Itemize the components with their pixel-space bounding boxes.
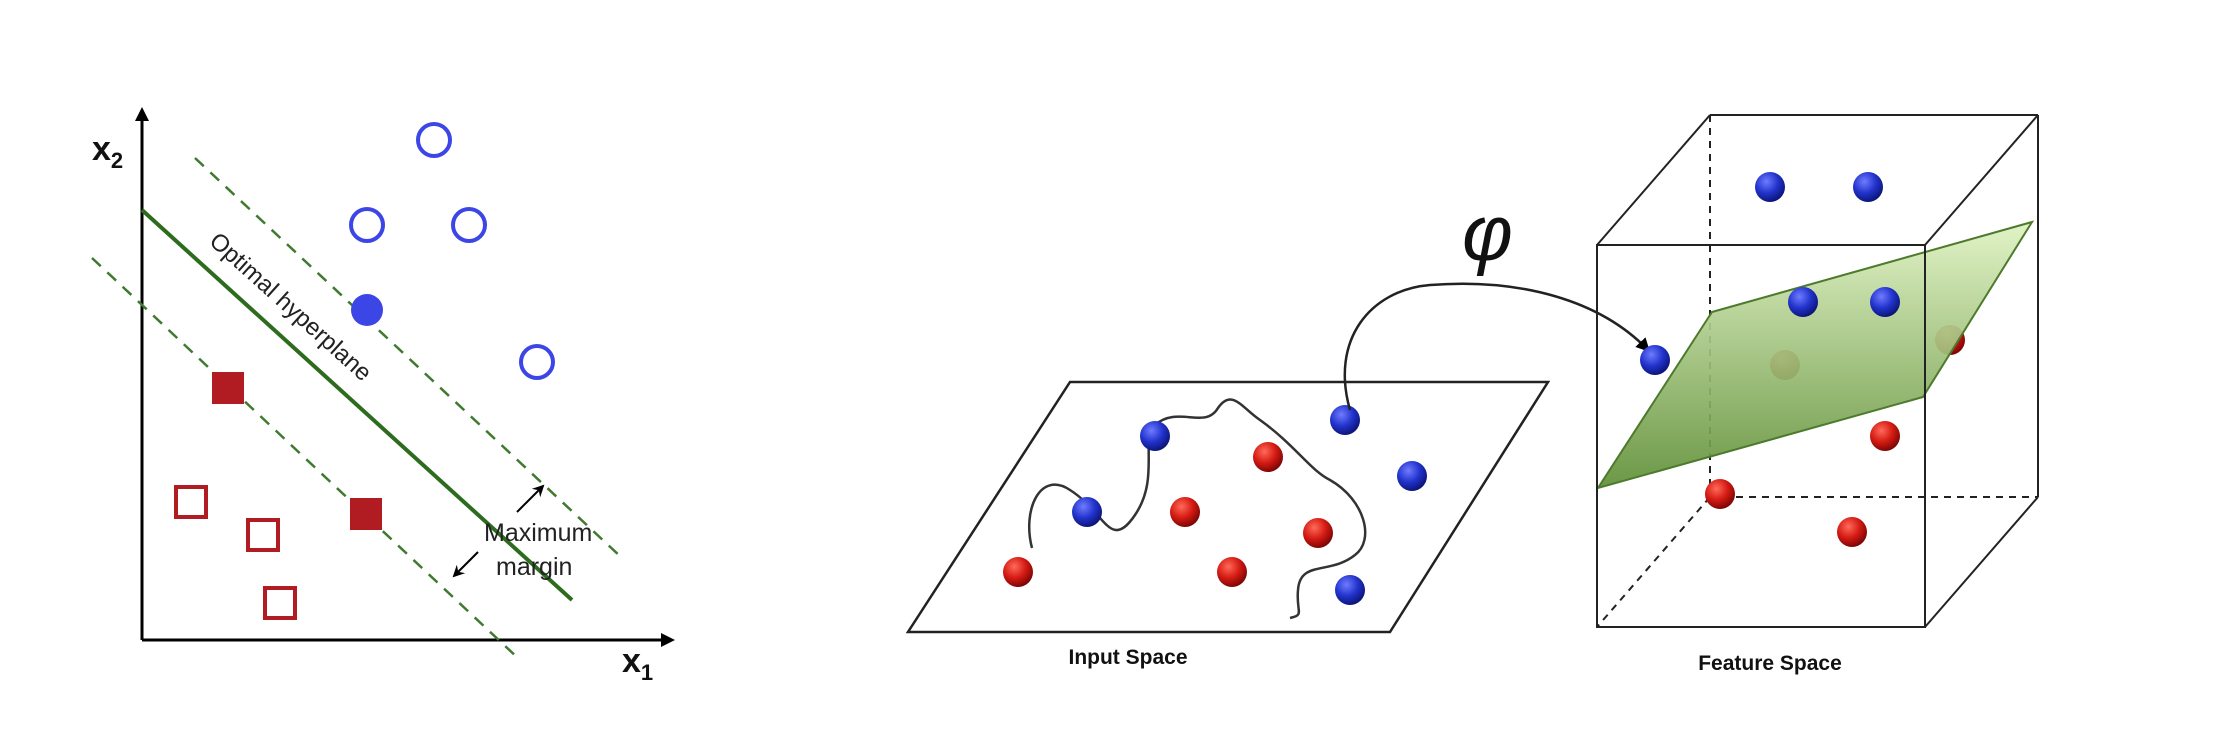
positive-point	[349, 207, 385, 243]
feature-space-label: Feature Space	[1698, 652, 1842, 675]
upper-margin-line	[194, 157, 623, 559]
negative-point	[263, 586, 297, 620]
feature-blue-point	[1755, 172, 1785, 202]
positive-point	[451, 207, 487, 243]
input-space-label: Input Space	[1068, 646, 1187, 669]
negative-support-vector	[350, 498, 382, 530]
optimal-hyperplane-line	[140, 208, 574, 602]
input-blue-point	[1072, 497, 1102, 527]
kernel-panel: φ Input Space Feature Space	[905, 114, 2039, 675]
input-red-point	[1170, 497, 1200, 527]
svm-panel: x2 x1 Optimal hyperplane Maximum margin	[91, 107, 675, 685]
feature-red-point	[1705, 479, 1735, 509]
input-blue-point	[1397, 461, 1427, 491]
cube-edge	[1924, 114, 2039, 246]
input-red-point	[1003, 557, 1033, 587]
margin-arrow-down	[452, 551, 479, 578]
feature-red-point	[1870, 421, 1900, 451]
cube-edge	[1924, 496, 2039, 628]
cube-front-face	[1596, 244, 1926, 628]
mapping-symbol: φ	[1462, 189, 1513, 277]
feature-blue-point	[1870, 287, 1900, 317]
input-blue-point	[1335, 575, 1365, 605]
cube-hidden-edge	[1596, 496, 1711, 628]
hyperplane-label: Optimal hyperplane	[204, 227, 377, 386]
feature-red-point	[1837, 517, 1867, 547]
negative-point	[174, 485, 208, 519]
positive-support-vector	[351, 294, 383, 326]
negative-point	[246, 518, 280, 552]
feature-blue-point	[1788, 287, 1818, 317]
positive-point	[519, 344, 555, 380]
cube-edge	[1596, 114, 1711, 246]
y-axis-label: x2	[92, 130, 123, 173]
lower-margin-line	[91, 257, 521, 661]
input-red-point	[1303, 518, 1333, 548]
margin-label-line2: margin	[496, 553, 572, 581]
input-blue-point	[1140, 421, 1170, 451]
input-space-plane	[905, 380, 1551, 634]
x-axis-label: x1	[622, 642, 653, 685]
input-red-point	[1253, 442, 1283, 472]
feature-blue-point	[1640, 345, 1670, 375]
margin-label-line1: Maximum	[484, 519, 592, 547]
feature-blue-point	[1853, 172, 1883, 202]
positive-point	[416, 122, 452, 158]
input-blue-point	[1330, 405, 1360, 435]
input-red-point	[1217, 557, 1247, 587]
negative-support-vector	[212, 372, 244, 404]
margin-arrow-up	[516, 484, 545, 513]
